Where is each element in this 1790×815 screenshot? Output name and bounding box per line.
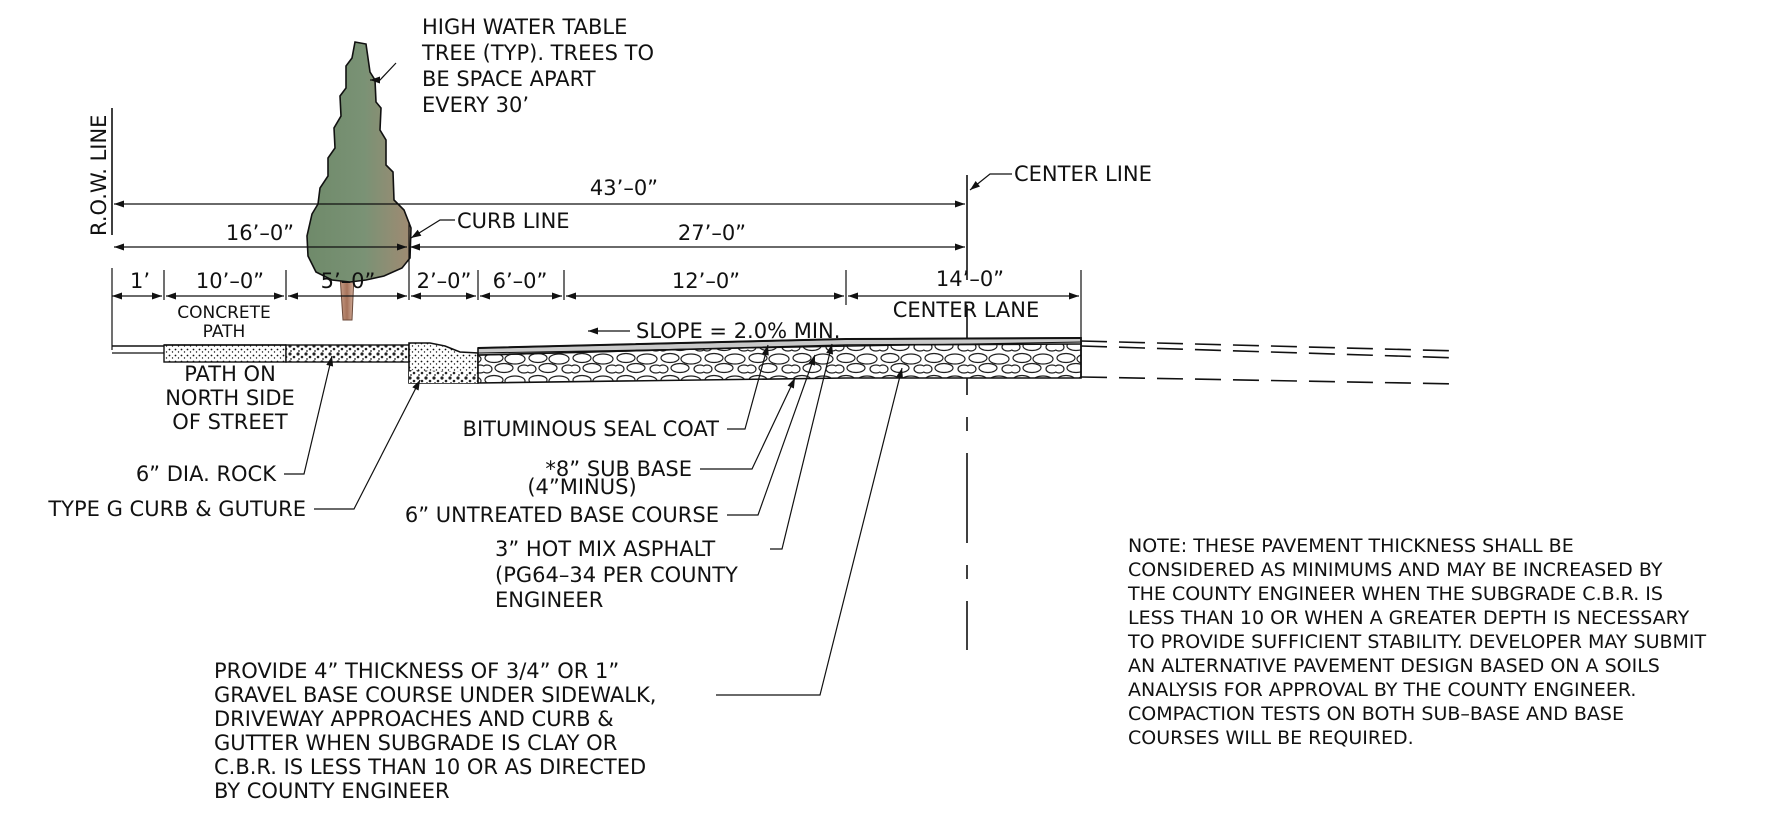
center-lane-label: CENTER LANE bbox=[893, 298, 1040, 322]
pavement-section bbox=[112, 337, 1461, 385]
dim-10: 10’–0” bbox=[196, 269, 264, 293]
concrete-path-label-2: PATH bbox=[203, 322, 246, 342]
seal-coat-label: BITUMINOUS SEAL COAT bbox=[463, 417, 720, 441]
gravel-line-4: GUTTER WHEN SUBGRADE IS CLAY OR bbox=[214, 731, 617, 755]
sub-base-label-1: *8” SUB BASE bbox=[545, 457, 692, 481]
path-north-line-1: PATH ON bbox=[184, 362, 276, 386]
rock-label: 6” DIA. ROCK bbox=[136, 462, 277, 486]
base-course-label: 6” UNTREATED BASE COURSE bbox=[405, 503, 719, 527]
center-line-leader bbox=[969, 173, 1012, 191]
path-north-line-3: OF STREET bbox=[172, 410, 288, 434]
concrete-path-label-1: CONCRETE bbox=[177, 303, 271, 323]
asphalt-line-2: (PG64–34 PER COUNTY bbox=[495, 563, 738, 587]
rock-leader bbox=[284, 355, 334, 475]
dim-2: 2’–0” bbox=[417, 269, 472, 293]
dim-ticks bbox=[111, 222, 1082, 350]
gravel-line-5: C.B.R. IS LESS THAN 10 OR AS DIRECTED bbox=[214, 755, 646, 779]
dim-to-curb: 16’–0” bbox=[226, 221, 294, 245]
asphalt-leader bbox=[770, 343, 834, 550]
note-line-8: COMPACTION TESTS ON BOTH SUB–BASE AND BA… bbox=[1128, 703, 1624, 725]
curb-type-label: TYPE G CURB & GUTURE bbox=[47, 497, 306, 521]
asphalt-line-3: ENGINEER bbox=[495, 588, 603, 612]
note-line-9: COURSES WILL BE REQUIRED. bbox=[1128, 727, 1414, 749]
tree-callout-line-2: TREE (TYP). TREES TO bbox=[421, 41, 654, 65]
note-line-5: TO PROVIDE SUFFICIENT STABILITY. DEVELOP… bbox=[1127, 631, 1707, 653]
path-north-line-2: NORTH SIDE bbox=[165, 386, 295, 410]
dim-1: 1’ bbox=[130, 269, 150, 293]
gravel-line-3: DRIVEWAY APPROACHES AND CURB & bbox=[214, 707, 614, 731]
note-line-2: CONSIDERED AS MINIMUMS AND MAY BE INCREA… bbox=[1128, 559, 1663, 581]
tree-callout-leader bbox=[370, 62, 397, 84]
dim-14: 14’–0” bbox=[936, 267, 1004, 291]
base-course-leader bbox=[727, 354, 816, 516]
gravel-note: PROVIDE 4” THICKNESS OF 3/4” OR 1” GRAVE… bbox=[214, 659, 656, 803]
curb-line-label: CURB LINE bbox=[457, 209, 570, 233]
note-line-3: THE COUNTY ENGINEER WHEN THE SUBGRADE C.… bbox=[1127, 583, 1663, 605]
tree-icon bbox=[306, 41, 412, 321]
tree-callout: HIGH WATER TABLE TREE (TYP). TREES TO BE… bbox=[421, 15, 654, 117]
tree-callout-line-4: EVERY 30’ bbox=[422, 93, 529, 117]
gravel-line-6: BY COUNTY ENGINEER bbox=[214, 779, 450, 803]
tree-callout-line-1: HIGH WATER TABLE bbox=[422, 15, 627, 39]
gravel-leader bbox=[716, 367, 903, 696]
note-line-7: ANALYSIS FOR APPROVAL BY THE COUNTY ENGI… bbox=[1128, 679, 1636, 701]
row-line-label: R.O.W. LINE bbox=[87, 115, 111, 236]
gravel-line-1: PROVIDE 4” THICKNESS OF 3/4” OR 1” bbox=[214, 659, 619, 683]
note-line-1: NOTE: THESE PAVEMENT THICKNESS SHALL BE bbox=[1128, 535, 1574, 557]
note-line-4: LESS THAN 10 OR WHEN A GREATER DEPTH IS … bbox=[1128, 607, 1690, 629]
general-note: NOTE: THESE PAVEMENT THICKNESS SHALL BE … bbox=[1127, 535, 1707, 749]
dim-6: 6’–0” bbox=[493, 269, 548, 293]
tree-callout-line-3: BE SPACE APART bbox=[422, 67, 596, 91]
curb-type-leader bbox=[314, 379, 421, 510]
asphalt-line-1: 3” HOT MIX ASPHALT bbox=[495, 537, 715, 561]
center-line-label: CENTER LINE bbox=[1014, 162, 1152, 186]
seal-coat-leader bbox=[727, 344, 769, 430]
dim-curb-to-center: 27’–0” bbox=[678, 221, 746, 245]
sub-base-leader bbox=[700, 377, 796, 470]
curb-line-leader bbox=[410, 219, 455, 239]
gravel-line-2: GRAVEL BASE COURSE UNDER SIDEWALK, bbox=[214, 683, 656, 707]
sub-base-label-2: (4”MINUS) bbox=[527, 475, 636, 499]
dim-total: 43’–0” bbox=[590, 176, 658, 200]
note-line-6: AN ALTERNATIVE PAVEMENT DESIGN BASED ON … bbox=[1128, 655, 1660, 677]
path-north-label: PATH ON NORTH SIDE OF STREET bbox=[165, 362, 295, 434]
dim-5: 5’–0” bbox=[321, 269, 376, 293]
dim-12: 12’–0” bbox=[672, 269, 740, 293]
asphalt-label: 3” HOT MIX ASPHALT (PG64–34 PER COUNTY E… bbox=[495, 537, 738, 612]
